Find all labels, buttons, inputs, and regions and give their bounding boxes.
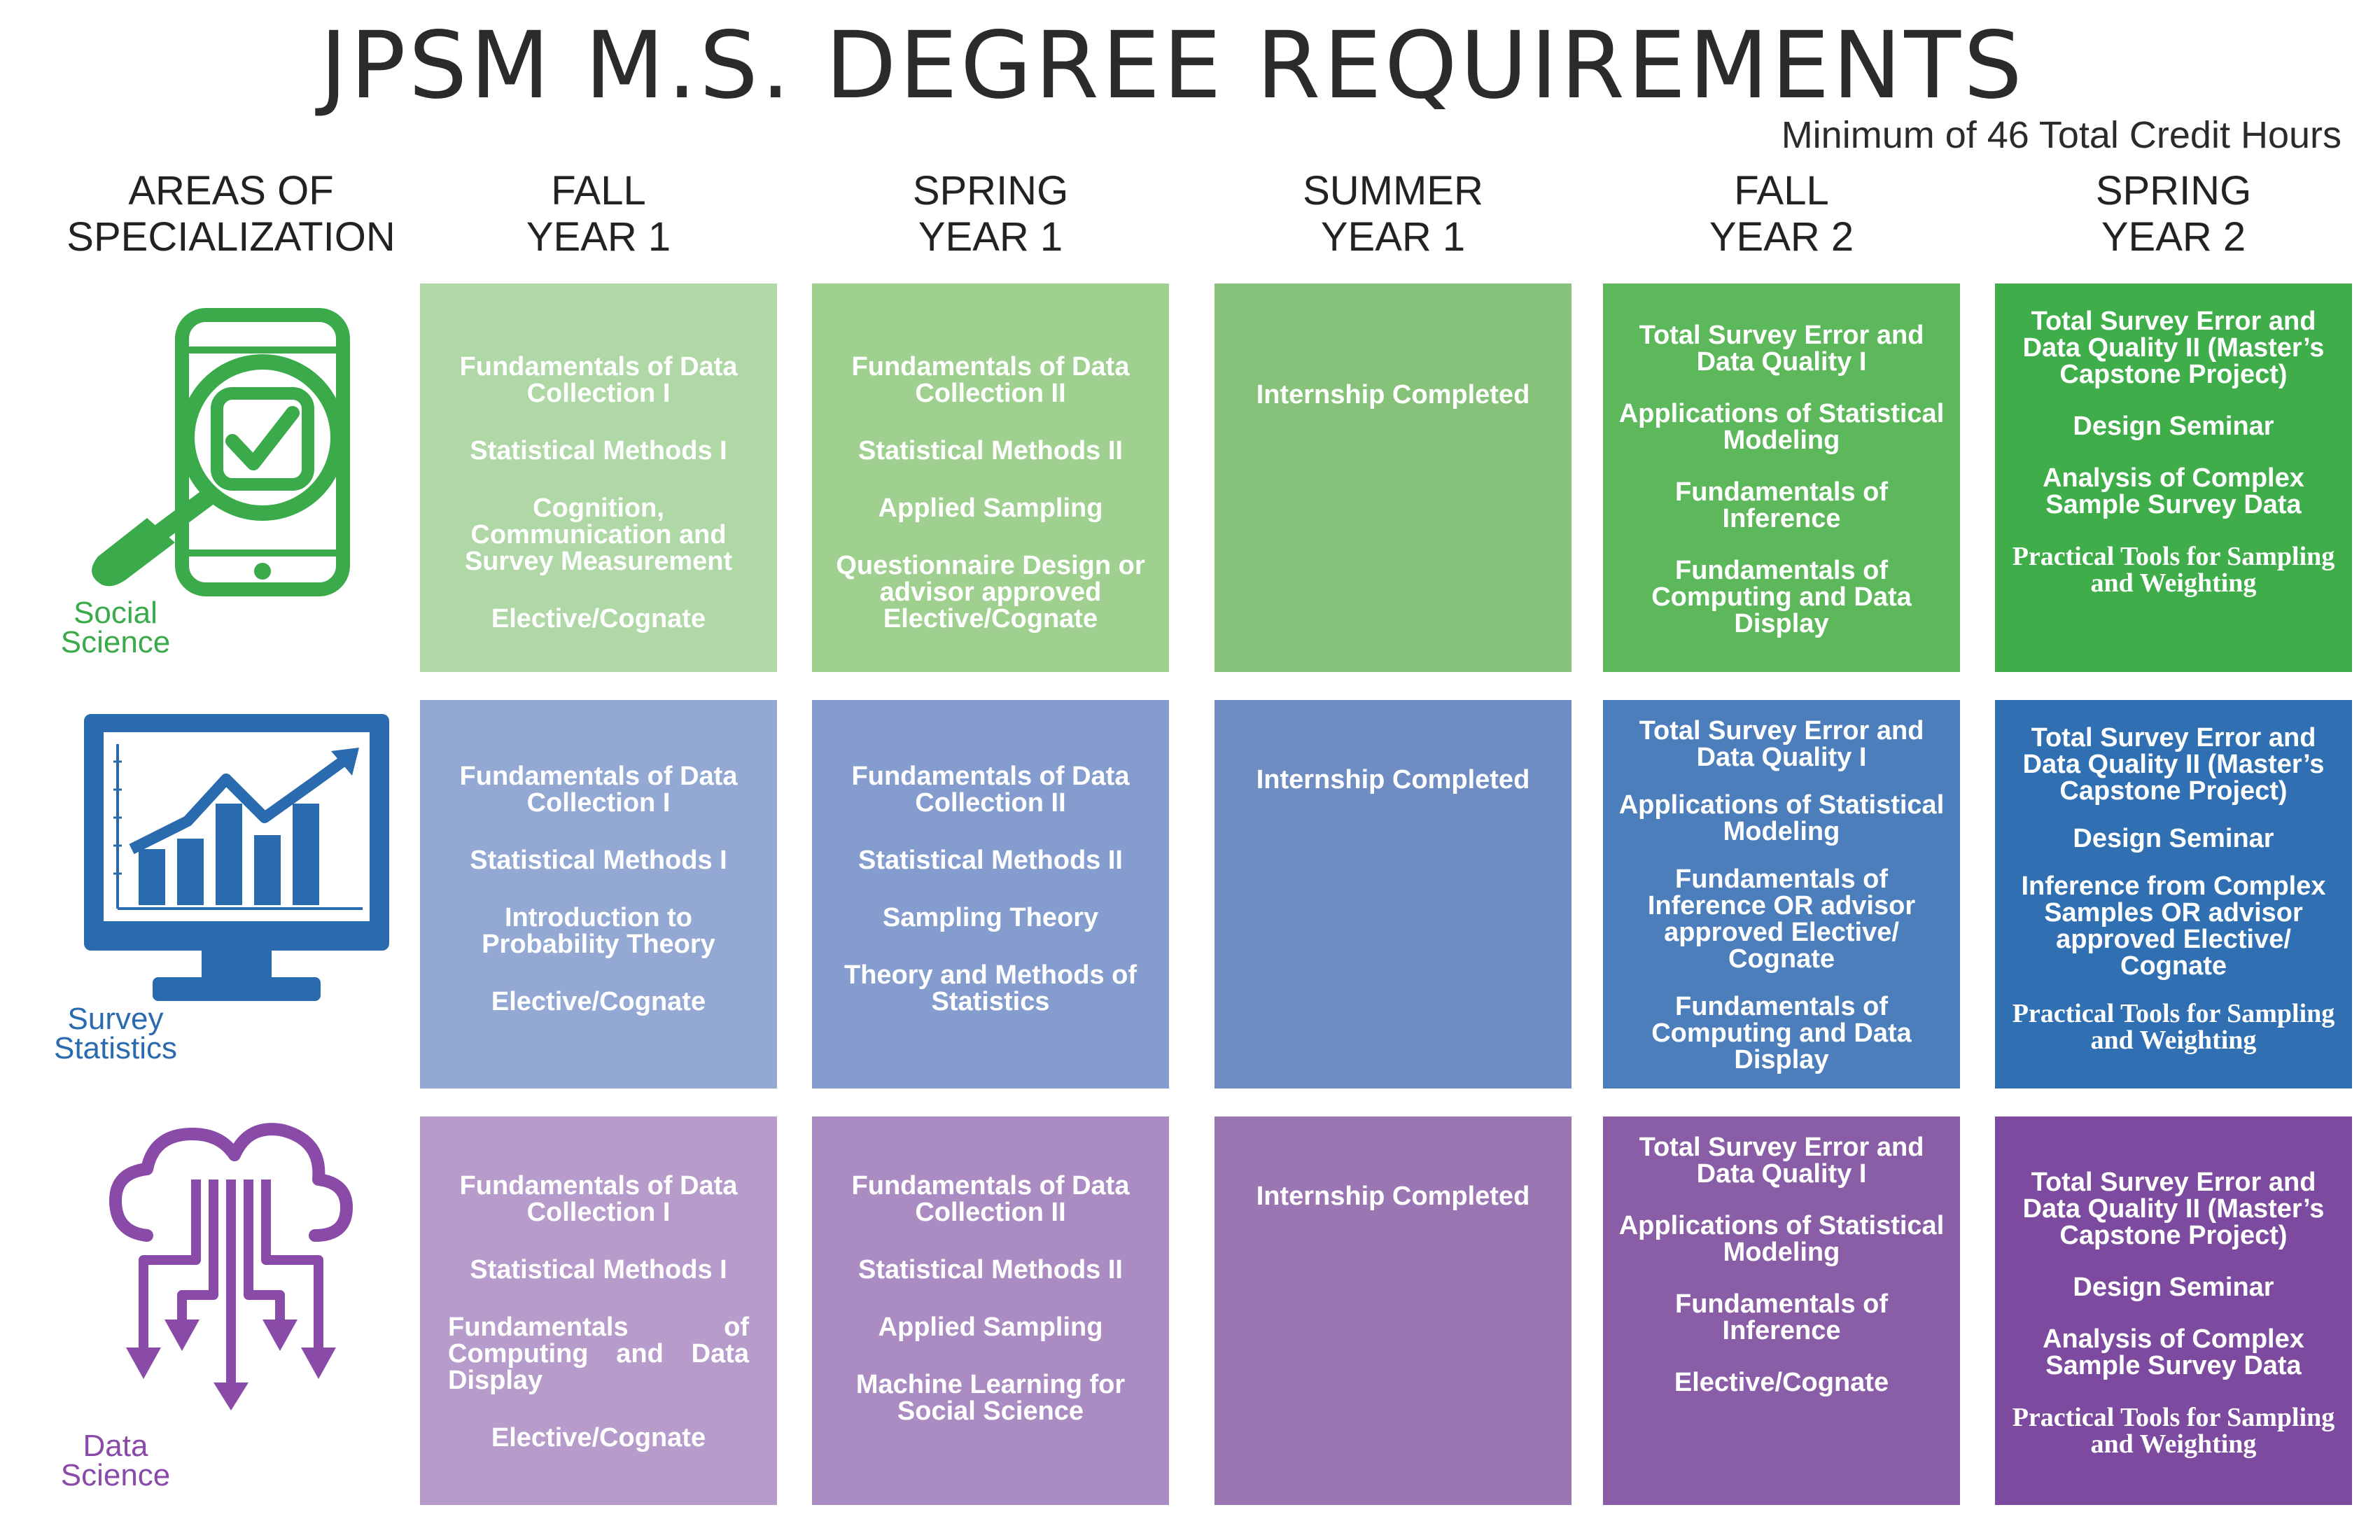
course-item: Inference from Complex Samples OR adviso… xyxy=(2021,872,2326,981)
course-item: Statistical Methods II xyxy=(858,1255,1123,1284)
course-item: Total Survey Error and Data Quality I xyxy=(1639,716,1924,772)
course-item: Fundamentals of Computing and Data Displ… xyxy=(1651,556,1912,638)
col-header-line1: SPRING xyxy=(2095,168,2252,214)
course-item: Total Survey Error and Data Quality II (… xyxy=(2022,307,2325,389)
course-item: Theory and Methods of Statistics xyxy=(844,960,1137,1016)
course-item: Elective/Cognate xyxy=(1674,1368,1889,1397)
course-item: Internship Completed xyxy=(1256,380,1530,410)
course-item: Fundamentals of Computing and Data Displ… xyxy=(1651,992,1912,1074)
course-cell: Fundamentals of Data Collection I Statist… xyxy=(420,1116,777,1505)
col-header-line2: YEAR 1 xyxy=(918,214,1063,260)
page-subtitle: Minimum of 46 Total Credit Hours xyxy=(1781,114,2342,156)
course-item: Total Survey Error and Data Quality II (… xyxy=(2022,1168,2325,1250)
course-item: Internship Completed xyxy=(1256,765,1530,794)
course-item: Sampling Theory xyxy=(882,903,1099,932)
row-label-data-science: Data Science xyxy=(0,1429,231,1492)
col-header-fall-year-1: FALL YEAR 1 xyxy=(420,168,777,260)
course-item: Fundamentals of Inference xyxy=(1674,1289,1889,1345)
course-item: Internship Completed xyxy=(1256,1182,1530,1211)
course-item: Design Seminar xyxy=(2073,824,2274,853)
monitor-chart-icon xyxy=(84,714,389,1001)
col-header-line1: AREAS OF xyxy=(128,168,334,214)
course-item: Introduction to Probability Theory xyxy=(482,903,715,959)
course-item: Applications of Statistical Modeling xyxy=(1618,1211,1945,1267)
row-label-social-science: Social Science xyxy=(0,596,231,659)
course-cell: Fundamentals of Data Collection II Statis… xyxy=(812,700,1169,1088)
course-cell: Total Survey Error and Data Quality I App… xyxy=(1603,700,1960,1088)
col-header-line2: SPECIALIZATION xyxy=(66,214,396,260)
course-item: Fundamentals of Data Collection I xyxy=(459,762,738,818)
course-cell: Fundamentals of Data Collection II Statis… xyxy=(812,284,1169,672)
row-label-line1: Survey xyxy=(67,1002,164,1036)
course-item: Analysis of Complex Sample Survey Data xyxy=(2043,463,2304,519)
course-item: Elective/Cognate xyxy=(491,604,706,634)
course-item: Applied Sampling xyxy=(878,1312,1103,1342)
course-item: Practical Tools for Sampling and Weighti… xyxy=(2012,999,2335,1055)
row-label-line2: Statistics xyxy=(53,1031,178,1065)
course-item: Fundamentals of Inference OR advisor app… xyxy=(1647,864,1916,974)
course-cell: Fundamentals of Data Collection II Statis… xyxy=(812,1116,1169,1505)
row-label-line1: Social xyxy=(74,596,158,630)
course-cell: Total Survey Error and Data Quality II (… xyxy=(1995,1116,2352,1505)
col-header-fall-year-2: FALL YEAR 2 xyxy=(1603,168,1960,260)
course-cell: Total Survey Error and Data Quality I App… xyxy=(1603,1116,1960,1505)
course-item: Fundamentals of Data Collection I xyxy=(459,352,738,408)
row-label-line2: Science xyxy=(60,1458,171,1492)
col-header-line1: SPRING xyxy=(912,168,1069,214)
course-item: Statistical Methods II xyxy=(858,846,1123,875)
row-label-line2: Science xyxy=(60,625,171,659)
course-cell: Fundamentals of Data Collection I Statist… xyxy=(420,700,777,1088)
col-header-areas: AREAS OF SPECIALIZATION xyxy=(42,168,420,260)
phone-magnifier-check-icon xyxy=(92,308,350,596)
col-header-line2: YEAR 2 xyxy=(2101,214,2246,260)
course-item: Fundamentals of Data Collection I xyxy=(459,1171,738,1227)
course-item: Total Survey Error and Data Quality I xyxy=(1639,321,1924,377)
course-item: Statistical Methods II xyxy=(858,436,1123,465)
course-item: Applied Sampling xyxy=(878,493,1103,523)
course-item: Practical Tools for Sampling and Weighti… xyxy=(2012,1403,2335,1459)
col-header-line1: FALL xyxy=(551,168,646,214)
row-label-survey-statistics: Survey Statistics xyxy=(0,1002,231,1065)
col-header-spring-year-1: SPRING YEAR 1 xyxy=(812,168,1169,260)
course-item: Design Seminar xyxy=(2073,1273,2274,1302)
col-header-line2: YEAR 2 xyxy=(1709,214,1854,260)
course-item: Fundamentals of Data Collection II xyxy=(851,352,1130,408)
course-cell: Total Survey Error and Data Quality I App… xyxy=(1603,284,1960,672)
course-item: Applications of Statistical Modeling xyxy=(1618,399,1945,455)
course-cell: Internship Completed xyxy=(1214,1116,1572,1505)
col-header-line1: FALL xyxy=(1734,168,1829,214)
col-header-line1: SUMMER xyxy=(1303,168,1483,214)
course-cell: Total Survey Error and Data Quality II (… xyxy=(1995,284,2352,672)
col-header-line2: YEAR 1 xyxy=(1320,214,1466,260)
course-item: Fundamentals of Data Collection II xyxy=(851,762,1130,818)
course-item: Statistical Methods I xyxy=(470,436,727,465)
course-item: Statistical Methods I xyxy=(470,846,727,875)
course-cell: Internship Completed xyxy=(1214,284,1572,672)
course-item: Fundamentals of Inference xyxy=(1674,477,1889,533)
course-cell: Internship Completed xyxy=(1214,700,1572,1088)
col-header-line2: YEAR 1 xyxy=(526,214,671,260)
course-item: Questionnaire Design or advisor approved… xyxy=(836,551,1145,634)
course-item: Elective/Cognate xyxy=(491,987,706,1016)
course-item: Practical Tools for Sampling and Weighti… xyxy=(2012,542,2335,598)
course-item: Design Seminar xyxy=(2073,412,2274,441)
course-item: Machine Learning for Social Science xyxy=(855,1370,1126,1426)
course-item: Cognition, Communication and Survey Meas… xyxy=(464,493,733,576)
course-item: Total Survey Error and Data Quality I xyxy=(1639,1133,1924,1189)
course-item: Analysis of Complex Sample Survey Data xyxy=(2043,1324,2304,1380)
page-title: JPSM M.S. DEGREE REQUIREMENTS xyxy=(320,12,2025,120)
col-header-spring-year-2: SPRING YEAR 2 xyxy=(1995,168,2352,260)
course-cell: Fundamentals of Data Collection I Statist… xyxy=(420,284,777,672)
course-item: Elective/Cognate xyxy=(491,1423,706,1452)
course-item: Applications of Statistical Modeling xyxy=(1618,790,1945,846)
cloud-data-arrows-icon xyxy=(109,1123,353,1410)
col-header-summer-year-1: SUMMER YEAR 1 xyxy=(1214,168,1572,260)
course-item: Statistical Methods I xyxy=(470,1255,727,1284)
course-item: Fundamentals of Data Collection II xyxy=(851,1171,1130,1227)
course-item: Fundamentals of Computing and Data Displ… xyxy=(448,1312,749,1395)
course-cell: Total Survey Error and Data Quality II (… xyxy=(1995,700,2352,1088)
course-item: Total Survey Error and Data Quality II (… xyxy=(2022,723,2325,806)
row-label-line1: Data xyxy=(83,1429,148,1463)
